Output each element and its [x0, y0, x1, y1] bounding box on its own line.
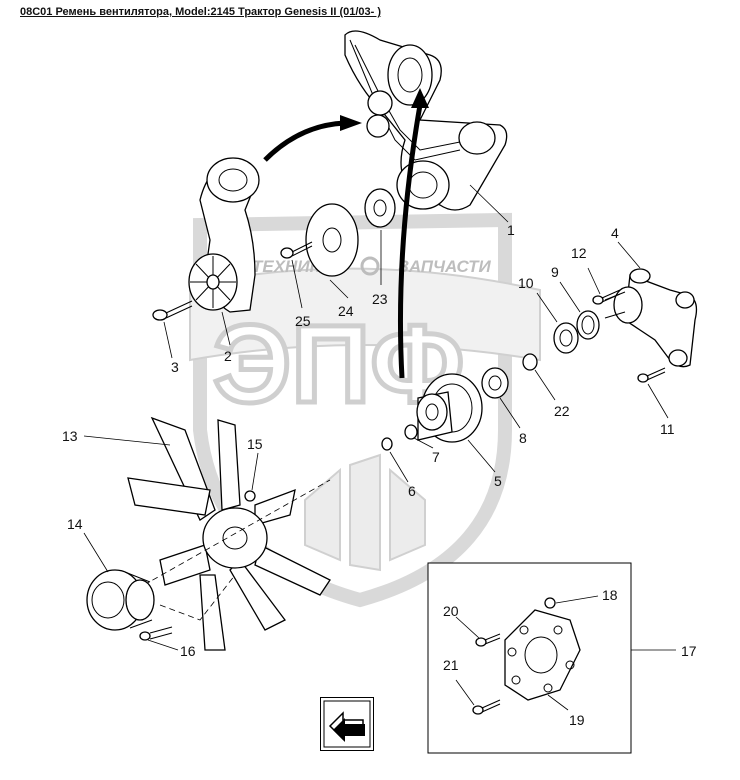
fan-axis-line — [134, 479, 331, 591]
callout-10: 10 — [518, 275, 534, 291]
callout-9: 9 — [551, 264, 559, 280]
callout-6: 6 — [408, 483, 416, 499]
callout-11: 11 — [660, 421, 675, 437]
callout-7: 7 — [432, 449, 440, 465]
fan-belt-assembly — [344, 30, 509, 223]
bolt-11 — [637, 367, 669, 419]
callout-4: 4 — [611, 225, 619, 241]
callout-14: 14 — [67, 516, 83, 532]
callout-labels: 1 2 3 4 5 6 7 8 9 10 11 12 13 14 15 16 1… — [62, 222, 697, 728]
bearing-10 — [536, 292, 579, 354]
callout-19: 19 — [569, 712, 585, 728]
fan-axis-line-2 — [159, 574, 236, 621]
detail-box-17 — [427, 562, 676, 754]
callout-15: 15 — [247, 436, 263, 452]
callout-8: 8 — [519, 430, 527, 446]
callout-2: 2 — [224, 348, 232, 364]
callout-3: 3 — [171, 359, 179, 375]
cooling-fan-13 — [83, 416, 331, 651]
bolt-20 — [455, 616, 501, 647]
bolt-3 — [152, 300, 193, 359]
nut-15 — [244, 452, 259, 502]
callout-12: 12 — [571, 245, 587, 261]
callout-22: 22 — [554, 403, 570, 419]
hub-plate-24 — [305, 203, 359, 299]
page-title: 08C01 Ремень вентилятора, Model:2145 Тра… — [20, 6, 382, 18]
callout-17: 17 — [681, 643, 697, 659]
spacer-23 — [364, 188, 396, 285]
bearing-8 — [481, 367, 521, 429]
drive-pulley-14 — [83, 532, 155, 631]
belt-tensioner — [188, 157, 260, 346]
motion-arrows — [263, 88, 429, 379]
callout-13: 13 — [62, 428, 78, 444]
watermark-wheat-icon — [304, 453, 426, 572]
bolt-25 — [280, 241, 313, 309]
snap-ring-9 — [559, 281, 600, 340]
washer-6 — [381, 437, 409, 483]
watermark-right-text: ЗАПЧАСТИ — [398, 257, 491, 276]
callout-21: 21 — [443, 657, 459, 673]
fan-pulley-5 — [416, 373, 496, 473]
washer-7 — [404, 424, 434, 449]
callout-5: 5 — [494, 473, 502, 489]
callout-25: 25 — [295, 313, 311, 329]
bolt-21 — [455, 679, 501, 715]
back-button[interactable] — [320, 697, 374, 751]
callout-1: 1 — [507, 222, 515, 238]
nut-18 — [544, 595, 599, 609]
gear-icon — [360, 256, 380, 276]
callout-23: 23 — [372, 291, 388, 307]
bolt-16 — [139, 626, 179, 651]
back-arrow-icon — [323, 700, 371, 748]
callout-18: 18 — [602, 587, 618, 603]
callout-20: 20 — [443, 603, 459, 619]
seal-22 — [522, 353, 556, 401]
bolt-12 — [587, 267, 621, 305]
callout-24: 24 — [338, 303, 354, 319]
callout-16: 16 — [180, 643, 196, 659]
fan-bracket-4 — [604, 241, 698, 368]
